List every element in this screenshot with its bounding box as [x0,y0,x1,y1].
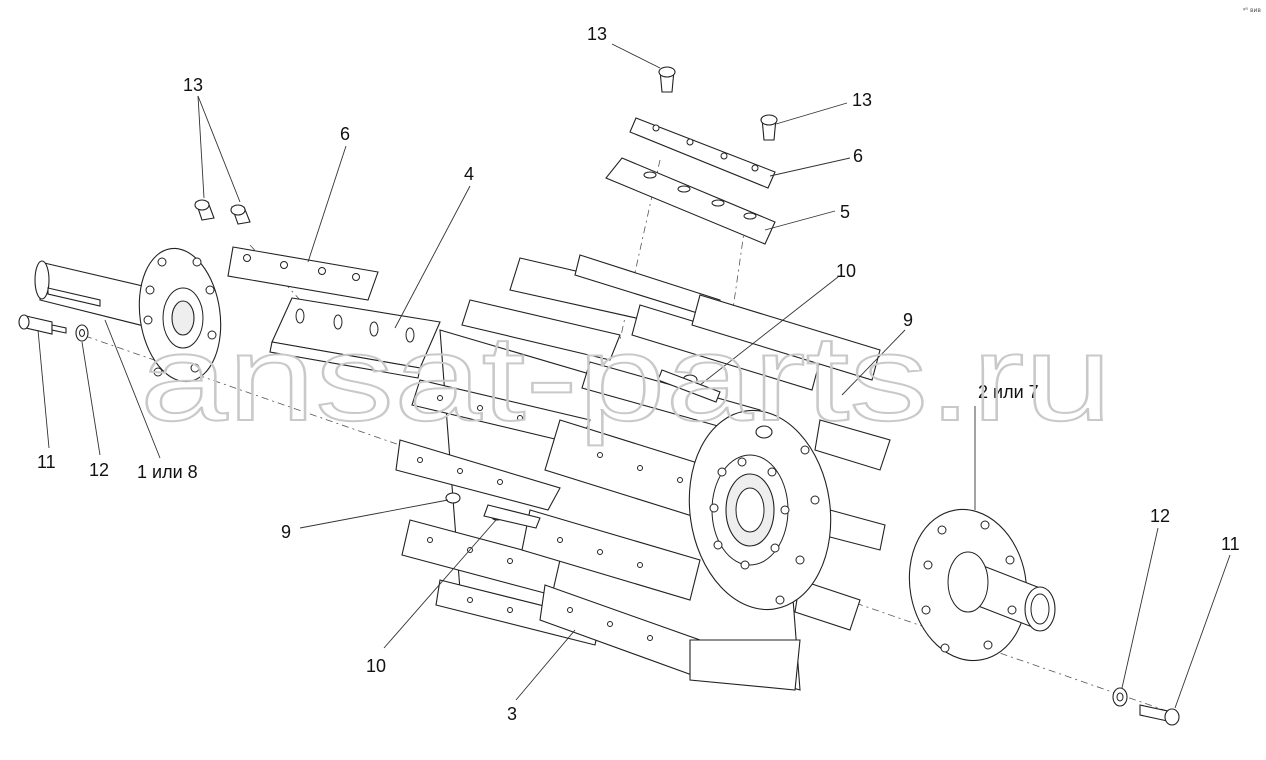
callout-9-left: 9 [281,522,291,542]
callout-2-or-7: 2 или 7 [978,382,1039,402]
callout-12-left: 12 [89,460,109,480]
callout-11-right: 11 [1221,534,1240,554]
callout-13-right: 13 [852,90,872,110]
corner-mark: ᵍᴿ ʙᴎʙ [1243,7,1261,14]
left-rasp-bar [269,297,441,379]
left-bolt [18,314,67,335]
left-shaft-flange [34,247,222,383]
callout-13-top: 13 [587,24,607,44]
drum-nut [755,425,773,439]
leader-lines [37,43,1231,709]
callout-12-right: 12 [1150,506,1170,526]
left-clamp-plate [227,246,379,301]
callout-3: 3 [507,704,517,724]
right-rasp-bar [605,157,776,245]
callout-6-right: 6 [853,146,863,166]
callout-11-left: 11 [37,452,56,472]
callout-13-left: 13 [183,75,203,95]
callout-9-right: 9 [903,310,913,330]
callout-5: 5 [840,202,850,222]
upper-left-bolts [194,199,251,225]
upper-right-bolts [658,66,778,141]
callout-6-left: 6 [340,124,350,144]
threshing-drum [395,254,891,691]
callout-labels: 13 13 13 6 6 5 4 10 9 2 или 7 11 12 1 ил… [37,24,1240,724]
callout-10-top: 10 [836,261,856,281]
right-shaft-flange [908,508,1056,662]
watermark: ansat-parts.ru [140,310,1112,446]
callout-1-or-8: 1 или 8 [137,462,198,482]
callout-10-bottom: 10 [366,656,386,676]
right-bolt [1139,704,1180,726]
small-fasteners [445,369,721,529]
right-clamp-plate [629,117,776,189]
callout-4: 4 [464,164,474,184]
